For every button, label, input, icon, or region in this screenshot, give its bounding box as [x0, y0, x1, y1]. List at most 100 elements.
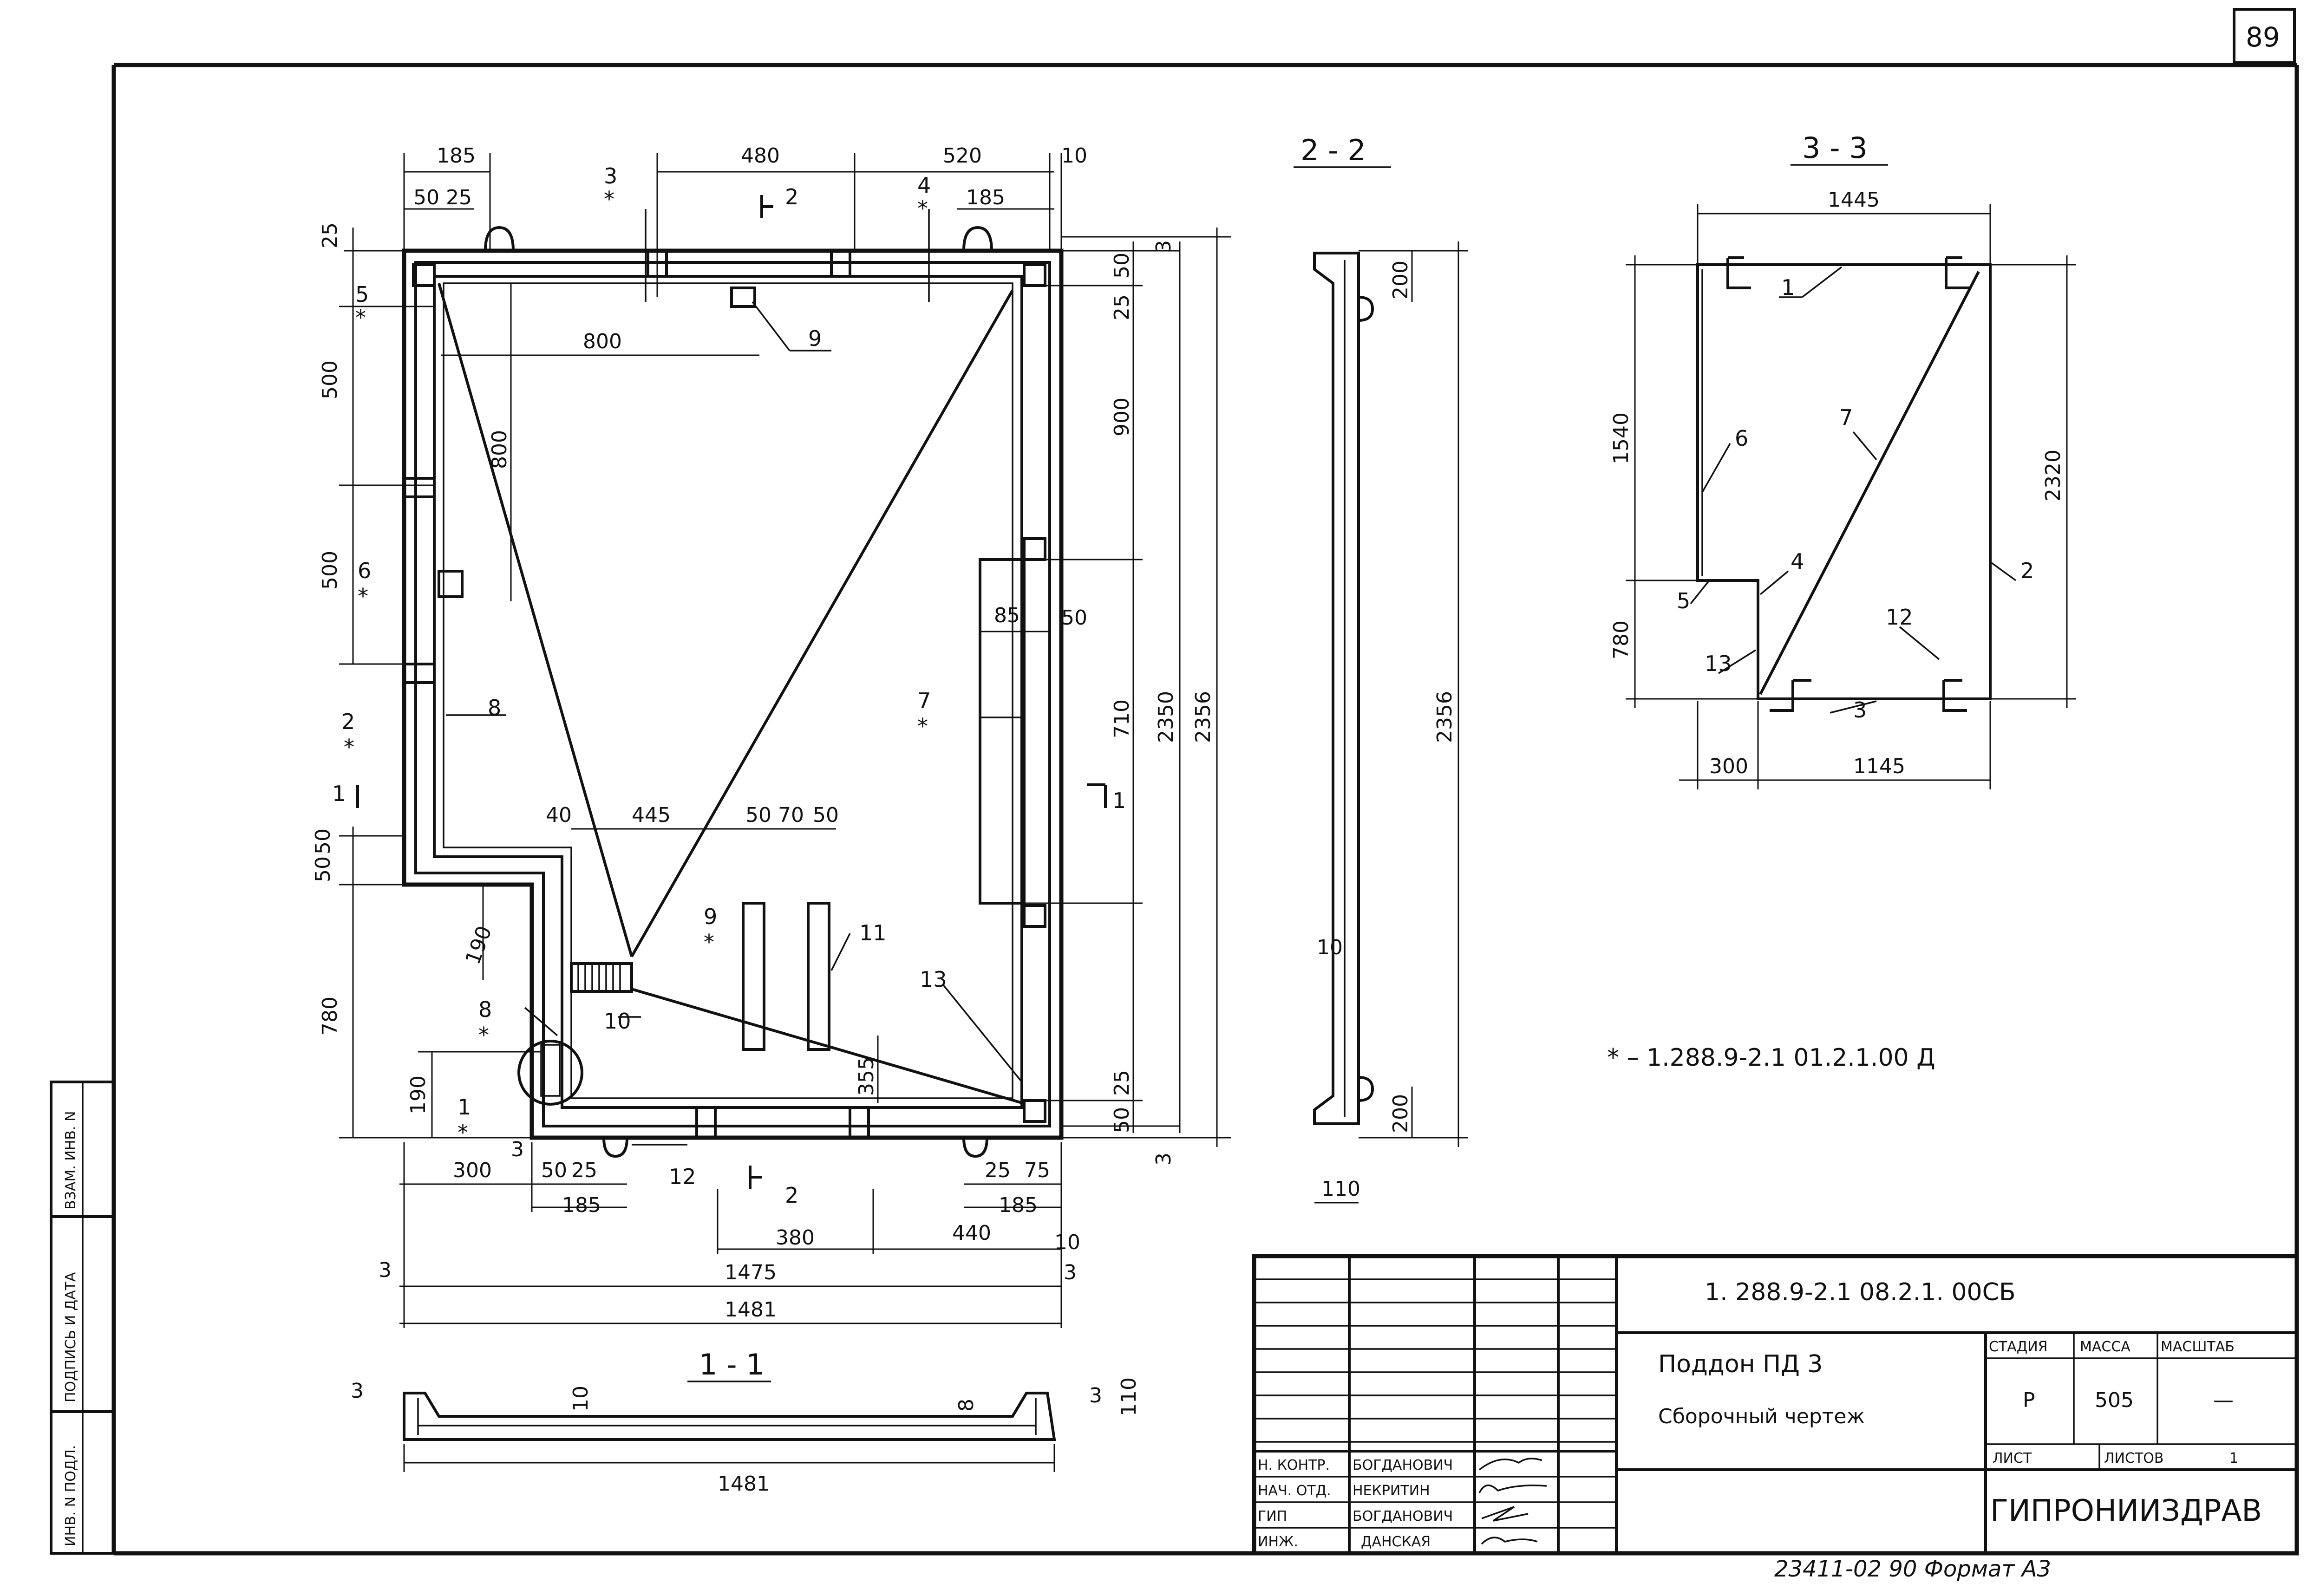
- s33-item-2: 2: [2020, 558, 2034, 583]
- dim-50-right-bot: 50: [1110, 1107, 1134, 1133]
- plan-view: 185 480 520 10 50 25 185 25 500 500 50 5…: [311, 144, 1231, 1328]
- s33-item-7: 7: [1839, 405, 1853, 430]
- dim-50-right-top: 50: [1110, 253, 1134, 279]
- dim-520: 520: [943, 144, 982, 168]
- s33-dim-2320: 2320: [2041, 449, 2065, 502]
- dim-800-v: 800: [488, 430, 511, 469]
- dim-380: 380: [776, 1226, 815, 1250]
- s33-item-1: 1: [1781, 275, 1795, 300]
- dim-25-bottom-r: 25: [985, 1159, 1011, 1182]
- dim-75: 75: [1024, 1159, 1050, 1182]
- bottom-line: 23411-02 90 Формат А3: [1774, 1556, 2051, 1582]
- dim-25-left: 25: [318, 222, 342, 248]
- dim-25-right-bot: 25: [1110, 1070, 1134, 1096]
- star-3: *: [604, 187, 614, 212]
- item-8-b: 8: [478, 997, 492, 1022]
- dim-780-left: 780: [318, 997, 342, 1036]
- dim-50-left-b: 50: [311, 856, 335, 882]
- dim-185-top: 185: [437, 144, 476, 168]
- cut-mark-1-right: 1: [1112, 788, 1126, 813]
- section-2-2: 2 - 2 200 2356 10 200 110: [1294, 133, 1468, 1204]
- name-1: БОГДАНОВИЧ: [1353, 1457, 1453, 1473]
- dim-50-block: 50: [1061, 606, 1087, 630]
- item-12: 12: [669, 1164, 696, 1189]
- dim-3-right-bot: 3: [1152, 1153, 1176, 1166]
- mass-value: 505: [2095, 1388, 2134, 1412]
- title-name: Поддон ПД 3: [1658, 1350, 1823, 1378]
- signature-2: [1478, 1485, 1547, 1493]
- dim-40: 40: [546, 803, 572, 827]
- cut-mark-2-bot: 2: [785, 1183, 798, 1208]
- s33-dim-1145: 1145: [1853, 755, 1905, 778]
- s33-item-3: 3: [1853, 697, 1867, 723]
- s33-item-13: 13: [1705, 651, 1732, 676]
- s22-dim-2356: 2356: [1433, 691, 1457, 743]
- dim-10-bottom: 10: [1054, 1231, 1080, 1254]
- s33-item-12: 12: [1886, 605, 1913, 630]
- stage-header: СТАДИЯ: [1989, 1339, 2048, 1355]
- star-9: *: [704, 930, 714, 955]
- item-11: 11: [859, 920, 887, 945]
- dim-70-inner: 70: [778, 803, 804, 827]
- page-number: 89: [2246, 21, 2280, 53]
- dim-190-inner: 190: [461, 923, 497, 967]
- dim-445: 445: [632, 803, 671, 827]
- star-4: *: [917, 196, 928, 221]
- sheets-label: ЛИСТОВ: [2104, 1450, 2163, 1466]
- s33-item-6: 6: [1735, 426, 1748, 451]
- star-7: *: [917, 714, 928, 739]
- item-9-b: 9: [704, 904, 717, 929]
- s11-dim-3-right: 3: [1089, 1384, 1102, 1407]
- dim-800-h: 800: [583, 330, 622, 353]
- role-gip: ГИП: [1258, 1508, 1287, 1524]
- name-3: БОГДАНОВИЧ: [1353, 1508, 1453, 1524]
- name-2: НЕКРИТИН: [1353, 1483, 1430, 1499]
- star-8: *: [478, 1023, 489, 1048]
- s22-dim-110: 110: [1321, 1177, 1360, 1201]
- dim-190-left: 190: [406, 1075, 430, 1114]
- dim-300: 300: [453, 1159, 492, 1182]
- cut-mark-1-left: 1: [332, 781, 346, 806]
- item-10: 10: [604, 1009, 631, 1034]
- stage-value: Р: [2023, 1388, 2035, 1412]
- dim-2356: 2356: [1191, 691, 1215, 743]
- dim-355: 355: [855, 1057, 878, 1096]
- dim-50-inner-a: 50: [745, 803, 771, 827]
- dim-1475: 1475: [725, 1261, 777, 1284]
- item-4: 4: [917, 173, 931, 198]
- dim-50-left-a: 50: [311, 828, 335, 854]
- star-1: *: [457, 1120, 468, 1145]
- item-1: 1: [457, 1094, 471, 1120]
- dim-3-bottom-a: 3: [511, 1138, 524, 1161]
- role-nkontr: Н. КОНТР.: [1258, 1457, 1330, 1473]
- dim-710: 710: [1110, 699, 1134, 738]
- dim-185-top-right: 185: [966, 186, 1005, 209]
- s11-dim-10: 10: [569, 1386, 593, 1412]
- s22-dim-200-bot: 200: [1389, 1094, 1412, 1133]
- s33-dim-1445: 1445: [1828, 188, 1880, 212]
- item-2: 2: [341, 709, 355, 734]
- s11-dim-8: 8: [954, 1399, 978, 1412]
- dim-500-a: 500: [318, 360, 342, 399]
- title-doc-code: 1. 288.9-2.1 08.2.1. 00СБ: [1705, 1278, 2016, 1306]
- s11-dim-3-left: 3: [351, 1379, 364, 1403]
- dim-10-top: 10: [1061, 144, 1087, 168]
- s33-dim-1540: 1540: [1609, 412, 1633, 464]
- s11-dim-1481: 1481: [718, 1472, 770, 1496]
- signature-4: [1481, 1537, 1538, 1545]
- item-8-a: 8: [488, 695, 501, 720]
- item-6: 6: [358, 558, 371, 583]
- title-block: 1. 288.9-2.1 08.2.1. 00СБ Поддон ПД 3 Сб…: [1252, 1254, 2299, 1556]
- dim-1481-plan: 1481: [725, 1298, 777, 1322]
- dim-85: 85: [994, 604, 1020, 627]
- s33-dim-780: 780: [1609, 620, 1633, 659]
- side-stamp-vzam: ВЗАМ. ИНВ. N: [63, 1111, 79, 1210]
- side-stamp: ИНВ. N ПОДЛ. ПОДПИСЬ И ДАТА ВЗАМ. ИНВ. N: [50, 1081, 115, 1555]
- dim-185-bottom-left: 185: [562, 1193, 601, 1217]
- page-number-box: 89: [2233, 8, 2296, 64]
- s33-item-5: 5: [1677, 588, 1690, 613]
- star-2: *: [344, 735, 354, 760]
- section-3-3: 3 - 3 1445 1540: [1609, 131, 2076, 789]
- footnote: * – 1.288.9-2.1 01.2.1.00 Д: [1607, 1044, 1935, 1072]
